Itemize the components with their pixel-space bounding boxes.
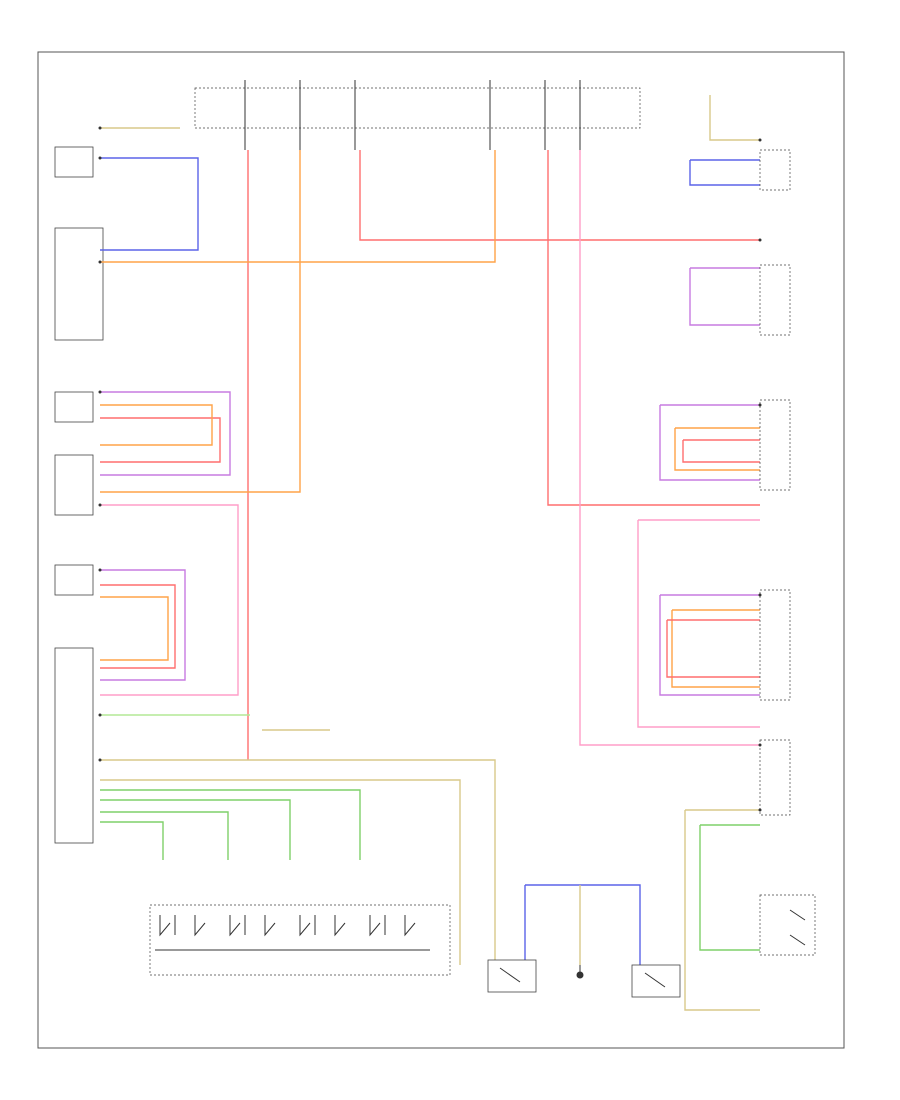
right-module-4 <box>759 589 791 701</box>
right-module-1 <box>759 149 791 191</box>
right-lower-switch <box>759 894 816 956</box>
top-fuse-area <box>194 80 641 150</box>
right-module-5 <box>759 739 791 816</box>
left-module-5 <box>54 564 94 596</box>
right-module-2 <box>759 264 791 336</box>
left-module-2 <box>54 227 104 341</box>
diagram-frame <box>37 51 845 1049</box>
left-module-1 <box>54 146 94 178</box>
wires <box>100 95 760 1011</box>
left-module-6 <box>54 647 94 844</box>
left-module-4 <box>54 454 94 516</box>
rear-window-switch-group <box>149 904 451 976</box>
connector-terminals <box>98 126 762 812</box>
passenger-seat-switch-icon <box>644 972 666 988</box>
right-module-3 <box>759 399 791 491</box>
left-module-3 <box>54 391 94 423</box>
ground-icon <box>576 965 584 979</box>
driver-seat-switch-icon <box>499 967 521 983</box>
